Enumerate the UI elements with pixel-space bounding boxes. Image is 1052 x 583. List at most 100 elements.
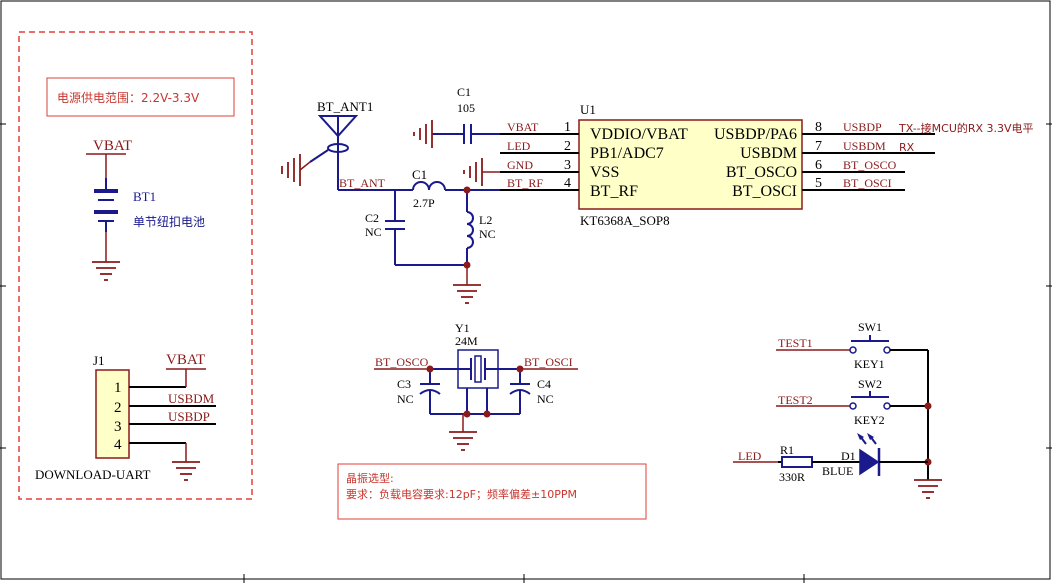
sw2-ref: SW2: [858, 377, 882, 391]
ground-rf-icon: [453, 284, 481, 304]
tx-note: TX--接MCU的RX 3.3V电平: [898, 121, 1034, 135]
ground-c1-icon: [413, 120, 433, 148]
sw2-label: KEY2: [854, 413, 885, 427]
connector-pin-2: 2: [114, 400, 122, 416]
ground-antenna-icon: [281, 154, 301, 186]
power-note: 电源供电范围：2.2V-3.3V: [46, 77, 235, 117]
pin7-name: USBDM: [740, 145, 797, 162]
rf-series-c1: C1 2.7P: [412, 167, 500, 210]
pin4-num: 4: [564, 176, 571, 191]
rx-note: RX: [899, 141, 915, 154]
pin3-name: VSS: [590, 164, 619, 181]
junction-dot: [463, 410, 471, 418]
junction-dot: [483, 410, 491, 418]
led-diode-icon: [859, 448, 880, 476]
battery-bt1: VBAT BT1 单节纽扣电池: [86, 138, 205, 262]
pin3-num: 3: [564, 158, 571, 173]
chip-u1: U1 KT6368A_SOP8 VBAT LED GND BT_RF 1 2 3…: [500, 102, 1034, 228]
pin3-net: GND: [507, 158, 533, 172]
c4-ref: C4: [537, 377, 551, 391]
crystal-y1: Y1 24M BT_OSCO BT_OSCI: [374, 321, 578, 414]
capacitor-c4: C4 NC: [509, 369, 554, 414]
pin5-num: 5: [815, 176, 822, 191]
c2-ref: C2: [365, 211, 379, 225]
chip-ref: U1: [580, 102, 596, 117]
pin1-name: VDDIO/VBAT: [590, 126, 688, 143]
pin8-num: 8: [815, 120, 822, 135]
pin2-num: 2: [564, 139, 571, 154]
sw1-ref: SW1: [858, 320, 882, 334]
pin8-net: USBDP: [843, 120, 882, 134]
connector-j1: J1 1 2 3 4 VBAT USBDM USBDP DOWNLOAD-UAR…: [35, 352, 216, 482]
pin8-name: USBDP/PA6: [714, 126, 797, 143]
junction-dot: [516, 365, 524, 373]
r1-value: 330R: [779, 470, 805, 484]
junction-dot: [463, 261, 471, 269]
rf-c1-ref: C1: [412, 167, 427, 182]
pin5-net: BT_OSCI: [843, 176, 892, 190]
connector-name: DOWNLOAD-UART: [35, 467, 151, 482]
battery-ref: BT1: [133, 189, 156, 204]
connector-pin-4: 4: [114, 437, 122, 453]
battery-net-label: VBAT: [93, 138, 132, 154]
pin4-net: BT_RF: [507, 176, 543, 190]
switch-sw2: SW2 TEST2 KEY2: [776, 377, 928, 427]
capacitor-c2: C2 NC: [365, 190, 405, 265]
led-net: LED: [738, 449, 762, 463]
c4-value: NC: [537, 392, 554, 406]
l2-ref: L2: [479, 213, 492, 227]
d1-color: BLUE: [822, 464, 853, 478]
ground-connector-icon: [172, 461, 200, 481]
pin7-num: 7: [815, 139, 822, 154]
sw1-label: KEY1: [854, 357, 885, 371]
pin2-net: LED: [507, 139, 531, 153]
pin1-num: 1: [564, 120, 571, 135]
connector-usbdm-label: USBDM: [168, 391, 215, 406]
r1-ref: R1: [780, 443, 794, 457]
d1-ref: D1: [841, 449, 856, 463]
crystal-note: 晶振选型: 要求：负载电容要求:12pF；频率偏差±10PPM: [337, 463, 647, 520]
led-circuit: LED R1 330R D1 BLUE: [733, 433, 928, 484]
c1-value: 105: [457, 101, 475, 115]
connector-vbat-label: VBAT: [166, 352, 205, 368]
junction-dot: [426, 365, 434, 373]
l2-value: NC: [479, 227, 496, 241]
pin2-name: PB1/ADC7: [590, 145, 664, 162]
chip-part: KT6368A_SOP8: [580, 213, 670, 228]
crystal-value: 24M: [455, 334, 478, 348]
power-note-text: 电源供电范围：2.2V-3.3V: [57, 91, 200, 105]
ground-crystal-icon: [449, 431, 477, 451]
connector-ref: J1: [93, 353, 105, 368]
ground-battery-icon: [92, 261, 120, 281]
bt-ant-net-label: BT_ANT: [339, 176, 386, 190]
sw1-net: TEST1: [778, 336, 813, 350]
inductor-l2: L2 NC: [466, 190, 496, 265]
rf-c1-value: 2.7P: [413, 196, 435, 210]
c1-ref: C1: [457, 85, 471, 99]
ground-vss-icon: [463, 158, 483, 186]
pin1-net: VBAT: [507, 120, 539, 134]
antenna-bt-ant1: BT_ANT1: [299, 99, 373, 190]
c3-ref: C3: [397, 377, 411, 391]
crystal-note-line1: 晶振选型:: [346, 471, 394, 485]
connector-usbdp-label: USBDP: [168, 409, 210, 424]
pin4-name: BT_RF: [590, 183, 638, 200]
antenna-ref: BT_ANT1: [317, 99, 373, 114]
battery-desc: 单节纽扣电池: [133, 215, 205, 229]
switch-sw1: SW1 TEST1 KEY1: [776, 320, 928, 371]
led-emission-arrows-icon: [857, 433, 877, 445]
c2-value: NC: [365, 225, 382, 239]
pin7-net: USBDM: [843, 139, 886, 153]
resistor-r1: [781, 456, 813, 468]
connector-pin-3: 3: [114, 419, 122, 435]
c3-value: NC: [397, 392, 414, 406]
connector-pin-1: 1: [114, 380, 122, 396]
capacitor-c3: C3 NC: [397, 369, 441, 414]
capacitor-c1-105: C1 105: [432, 85, 500, 144]
pin5-name: BT_OSCI: [732, 183, 797, 200]
pin6-net: BT_OSCO: [843, 158, 897, 172]
pin6-name: BT_OSCO: [726, 164, 797, 181]
junction-dot: [463, 186, 471, 194]
